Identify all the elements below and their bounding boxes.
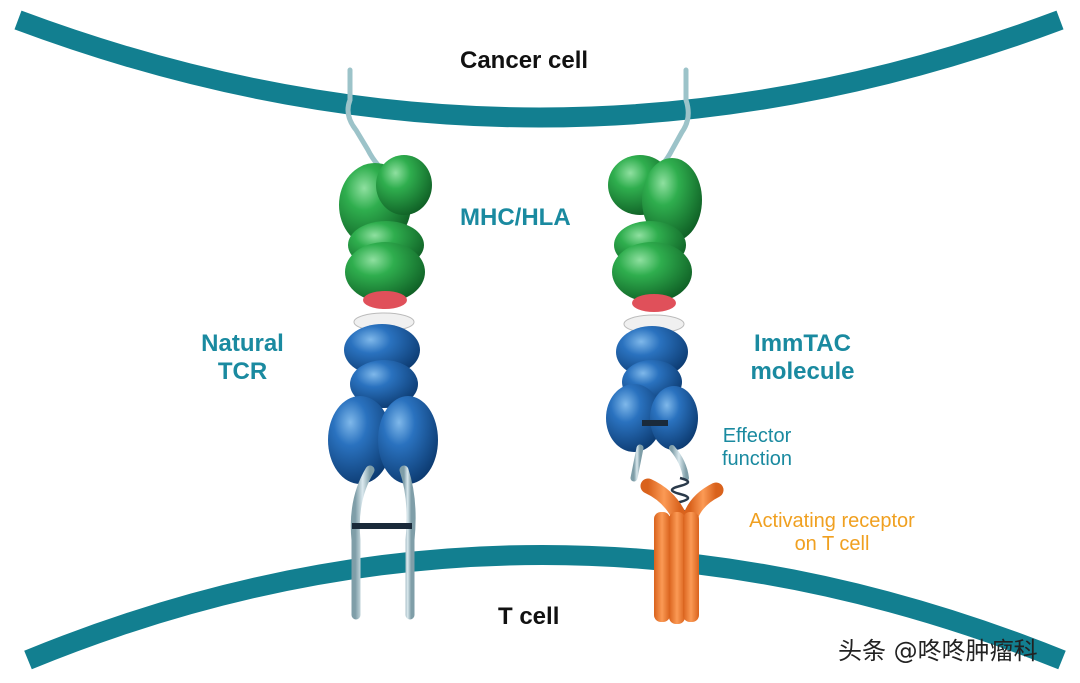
cancer-cell-membrane	[14, 10, 1064, 128]
immtac-label-line2: molecule	[750, 357, 855, 385]
natural-tcr-molecule-icon	[328, 312, 438, 620]
activating-receptor-label: Activating receptor on T cell	[742, 510, 922, 556]
immtac-molecule-label: ImmTAC molecule	[740, 330, 865, 385]
mhc-molecule-icon-left	[339, 67, 432, 309]
activating-receptor-icon	[640, 478, 724, 624]
activating-label-line1: Activating receptor	[749, 510, 915, 532]
immtac-label-line1: ImmTAC	[754, 330, 851, 357]
effector-label-line2: function	[721, 448, 793, 470]
mhc-molecule-icon-right	[608, 67, 702, 312]
natural-tcr-label-line1: Natural	[201, 330, 284, 357]
natural-tcr-label-line2: TCR	[217, 357, 268, 385]
immtac-molecule-icon	[606, 314, 698, 520]
t-cell-membrane	[24, 545, 1066, 670]
watermark-label: 头条 @咚咚肿瘤科	[838, 637, 1038, 665]
effector-function-label: Effector function	[712, 425, 802, 471]
mhc-hla-label: MHC/HLA	[460, 204, 571, 231]
cancer-cell-label: Cancer cell	[460, 47, 589, 74]
t-cell-label: T cell	[498, 603, 560, 630]
activating-label-line2: on T cell	[794, 533, 870, 555]
natural-tcr-label: Natural TCR	[190, 330, 295, 385]
effector-label-line1: Effector	[722, 425, 792, 447]
